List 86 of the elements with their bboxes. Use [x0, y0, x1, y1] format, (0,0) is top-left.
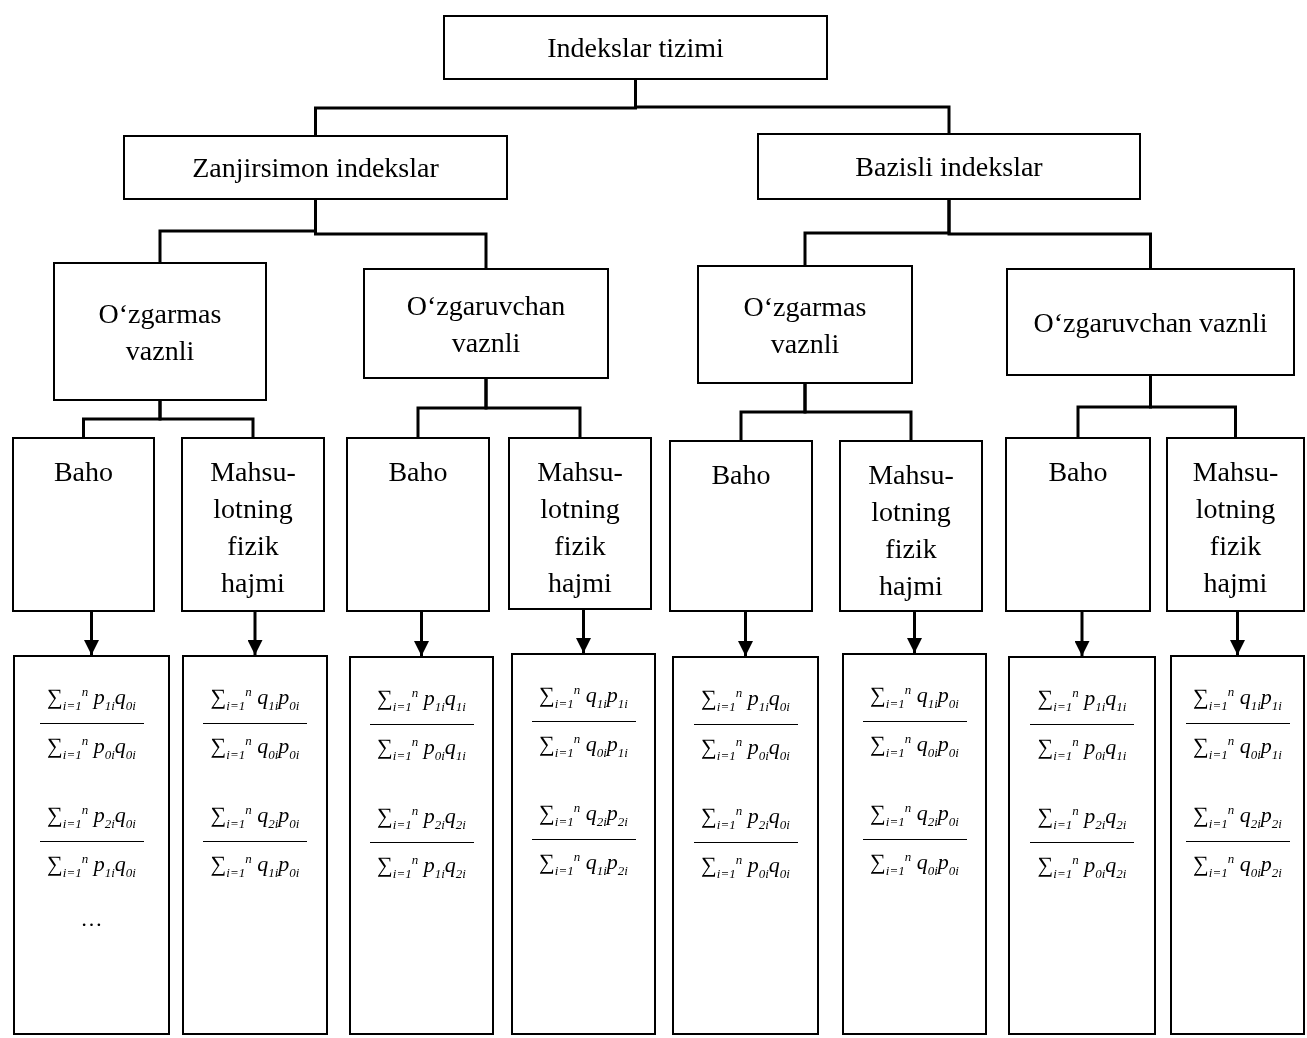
box-label: Baho	[53, 455, 114, 489]
category-box	[12, 437, 155, 612]
formula: ∑$_{i=1}$$^{n}$ p$_{0i}$q$_{2i}$	[1037, 851, 1127, 883]
box-label: Mahsu- lotning fizik hajmi	[867, 458, 955, 603]
formula: ∑$_{i=1}$$^{n}$ q$_{0i}$p$_{0i}$	[870, 848, 959, 880]
box-label: Mahsu- lotning fizik hajmi	[1191, 455, 1280, 600]
box-label: Zanjirsimon indekslar	[192, 151, 439, 185]
formula: ∑$_{i=1}$$^{n}$ q$_{1i}$p$_{0i}$	[210, 850, 300, 882]
formula: ∑$_{i=1}$$^{n}$ p$_{1i}$q$_{2i}$	[377, 851, 466, 883]
box-label: O‘zgarmas vaznli	[97, 296, 223, 368]
formula: ∑$_{i=1}$$^{n}$ q$_{2i}$p$_{0i}$	[870, 799, 959, 832]
category-box	[1005, 437, 1151, 612]
box-label: Mahsu- lotning fizik hajmi	[536, 455, 624, 600]
category-box	[1006, 268, 1295, 376]
formula: ∑$_{i=1}$$^{n}$ p$_{1i}$q$_{1i}$	[1037, 684, 1127, 716]
category-box	[839, 440, 983, 612]
formula-box	[182, 655, 328, 1035]
formula: ∑$_{i=1}$$^{n}$ q$_{0i}$p$_{2i}$	[1193, 850, 1282, 882]
formula: ∑$_{i=1}$$^{n}$ q$_{0i}$p$_{1i}$	[539, 729, 628, 762]
ellipsis: …	[80, 905, 103, 932]
category-box	[443, 15, 828, 80]
formula: ∑$_{i=1}$$^{n}$ q$_{0i}$p$_{0i}$	[210, 731, 300, 764]
connector-line	[947, 200, 1152, 268]
formula: ∑$_{i=1}$$^{n}$ p$_{2i}$q$_{2i}$	[377, 802, 466, 835]
arrow	[1074, 612, 1090, 656]
formula: ∑$_{i=1}$$^{n}$ q$_{1i}$p$_{2i}$	[539, 848, 628, 880]
formula: ∑$_{i=1}$$^{n}$ q$_{1i}$p$_{0i}$	[210, 683, 300, 715]
formula: ∑$_{i=1}$$^{n}$ p$_{2i}$q$_{2i}$	[1037, 802, 1127, 835]
category-box	[346, 437, 490, 612]
category-box	[123, 135, 508, 200]
formula: ∑$_{i=1}$$^{n}$ q$_{0i}$p$_{0i}$	[870, 729, 959, 762]
box-label: Baho	[1048, 455, 1108, 489]
arrow	[414, 612, 429, 656]
box-label: O‘zgaruvchan vaznli	[405, 288, 567, 360]
formula: ∑$_{i=1}$$^{n}$ q$_{2i}$p$_{2i}$	[539, 799, 628, 832]
formula: ∑$_{i=1}$$^{n}$ p$_{0i}$q$_{0i}$	[47, 731, 136, 764]
formula-box	[672, 656, 819, 1035]
arrow	[907, 612, 922, 653]
formula-box	[1008, 656, 1156, 1035]
arrow	[84, 612, 99, 655]
formula: ∑$_{i=1}$$^{n}$ p$_{0i}$q$_{0i}$	[701, 732, 790, 765]
arrow	[247, 612, 263, 655]
formula: ∑$_{i=1}$$^{n}$ p$_{1i}$q$_{1i}$	[377, 684, 466, 716]
formula: ∑$_{i=1}$$^{n}$ p$_{2i}$q$_{0i}$	[701, 802, 790, 835]
formula: ∑$_{i=1}$$^{n}$ q$_{2i}$p$_{0i}$	[210, 801, 300, 834]
formula-box	[13, 655, 170, 1035]
category-box	[697, 265, 913, 384]
formula-box	[1170, 655, 1305, 1035]
formula-box	[842, 653, 987, 1035]
formula: ∑$_{i=1}$$^{n}$ q$_{0i}$p$_{1i}$	[1193, 731, 1282, 764]
formula: ∑$_{i=1}$$^{n}$ p$_{1i}$q$_{0i}$	[47, 850, 136, 882]
box-label: Bazisli indekslar	[855, 150, 1043, 184]
formula: ∑$_{i=1}$$^{n}$ q$_{2i}$p$_{2i}$	[1193, 801, 1282, 834]
category-box	[669, 440, 813, 612]
box-label: Baho	[388, 455, 448, 489]
formula: ∑$_{i=1}$$^{n}$ p$_{1i}$q$_{0i}$	[47, 683, 136, 715]
category-box	[508, 437, 652, 610]
box-label: Indekslar tizimi	[547, 31, 724, 65]
box-label: O‘zgaruvchan vaznli	[1033, 305, 1268, 340]
formula: ∑$_{i=1}$$^{n}$ q$_{1i}$p$_{1i}$	[1193, 683, 1282, 715]
connector-line	[1149, 376, 1237, 437]
formula: ∑$_{i=1}$$^{n}$ q$_{1i}$p$_{1i}$	[539, 681, 628, 713]
category-box	[53, 262, 267, 401]
connector-line	[158, 401, 255, 437]
box-label: Mahsu- lotning fizik hajmi	[209, 455, 297, 600]
connector-line	[314, 200, 488, 268]
arrow	[576, 610, 591, 653]
formula: ∑$_{i=1}$$^{n}$ p$_{0i}$q$_{1i}$	[1037, 732, 1127, 765]
box-label: O‘zgarmas vaznli	[742, 289, 868, 361]
formula: ∑$_{i=1}$$^{n}$ p$_{0i}$q$_{0i}$	[701, 851, 790, 883]
category-box	[1166, 437, 1305, 612]
formula-box	[349, 656, 494, 1035]
connector-line	[803, 384, 913, 440]
formula: ∑$_{i=1}$$^{n}$ q$_{1i}$p$_{0i}$	[870, 681, 959, 713]
formula: ∑$_{i=1}$$^{n}$ p$_{2i}$q$_{0i}$	[47, 801, 136, 834]
formula: ∑$_{i=1}$$^{n}$ p$_{1i}$q$_{0i}$	[701, 684, 790, 716]
category-box	[757, 133, 1141, 200]
category-box	[363, 268, 609, 379]
box-label: Baho	[711, 458, 771, 492]
connector-line	[484, 379, 582, 437]
formula-box	[511, 653, 656, 1035]
arrow	[738, 612, 753, 656]
arrow	[1230, 612, 1245, 655]
category-box	[181, 437, 325, 612]
connector-line	[634, 80, 951, 133]
formula: ∑$_{i=1}$$^{n}$ p$_{0i}$q$_{1i}$	[377, 732, 466, 765]
